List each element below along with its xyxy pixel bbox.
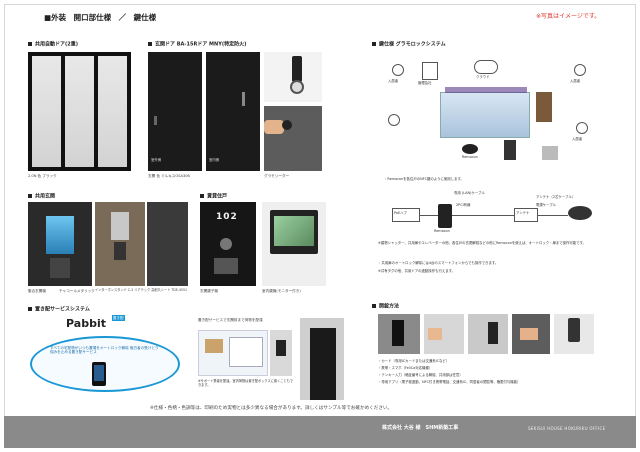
remocon-unit bbox=[438, 204, 452, 228]
unlock-photo-hand bbox=[512, 314, 550, 354]
unlock-heading: 開錠方法 bbox=[372, 304, 399, 310]
footer-bar: 株式会社 大谷 様 SHM新築工事 SEKISUI HOUSE HOKURIKU… bbox=[4, 416, 636, 448]
unlock-method-1: ・カード（専用ICカードまたは交通系ICなど） bbox=[378, 359, 450, 363]
remocon-round bbox=[568, 206, 592, 220]
reader-caption: グラモリーダー bbox=[264, 174, 290, 178]
front-door-outside-image: 室外側 bbox=[148, 52, 202, 171]
wiring-label-1: PoEハブ bbox=[394, 211, 407, 215]
building-image bbox=[440, 87, 530, 138]
poe-hub bbox=[392, 208, 420, 222]
entrance-panel-image bbox=[28, 202, 92, 286]
reader-image bbox=[264, 106, 322, 171]
entrance-heading: 共用玄関 bbox=[28, 194, 55, 200]
company-icon bbox=[422, 62, 438, 80]
image-note: ※写真はイメージです。 bbox=[536, 13, 601, 20]
delivery-sub-caption: 置き配サービスで玄関前まで荷物を配達 bbox=[198, 318, 263, 322]
delivery-note: ※サポート業者を配達。室内荷物は置き配ボックスに置くこともできます。 bbox=[198, 379, 293, 387]
wiring-note-1: 専用 (LAN)ケーブル bbox=[454, 191, 485, 195]
front-door-heading: 玄関ドア BA-15Rドア MNY(特定防火) bbox=[148, 42, 246, 48]
unlock-photo-app bbox=[554, 314, 594, 354]
diagram-label-6: 入居者 bbox=[572, 137, 583, 141]
resident-icon-3 bbox=[388, 114, 400, 126]
monitor-caption: 室内親機(モニター付き) bbox=[262, 289, 301, 293]
diagram-label-3: クラウド bbox=[476, 75, 490, 79]
auto-door-caption: 2.0N 色 ブラック bbox=[28, 174, 57, 178]
wiring-note-4: 電源ケーブル bbox=[536, 203, 557, 207]
device-photo bbox=[504, 140, 516, 160]
monitor-image bbox=[262, 202, 326, 286]
key-bullet-2: ・共用扉のオートロック解除には4台のスマートフォンからでも操作できます。 bbox=[378, 261, 499, 265]
footer-disclaimer: ※仕様・色柄・色調等は、印刷のため実物とは多少異なる場合があります。詳しくはサン… bbox=[150, 406, 393, 411]
key-system-heading: 鍵仕様 グラモロックシステム bbox=[372, 42, 446, 48]
antenna-box bbox=[514, 208, 538, 222]
key-note-1: ・Remoconを各住戸のNFC鍵のように使用します。 bbox=[384, 177, 464, 181]
unlock-method-3: ・テンキー入力（暗証番号による解錠、共用部は任意） bbox=[378, 373, 463, 377]
dwelling-panel-caption: 玄関親子機 bbox=[200, 289, 218, 293]
diagram-label-4: 入居者 bbox=[570, 79, 581, 83]
entrance-stand-caption: インターホンスタンド C-2 リアテック 高耐久シート TDE-4551 bbox=[95, 288, 188, 292]
inside-label: 室内側 bbox=[209, 158, 220, 162]
wiring-label-2: Remocon bbox=[434, 229, 450, 233]
key-bullet-3: ※共有タグの他、共用ドアの連動操作も行えます。 bbox=[378, 269, 456, 273]
wiring-label-3: アンテナ bbox=[516, 211, 530, 215]
unlock-photo-card bbox=[378, 314, 420, 354]
auto-door-heading: 共用自動ドア(2重) bbox=[28, 42, 78, 48]
card-photo bbox=[542, 146, 558, 160]
front-door-inside-image: 室内側 bbox=[206, 52, 260, 171]
remocon-device bbox=[462, 144, 478, 154]
entrance-stand-image bbox=[95, 202, 145, 286]
entrance-panel-caption: 集合玄関機 bbox=[28, 289, 46, 293]
delivery-keypad-photo bbox=[270, 330, 292, 376]
door-photo bbox=[536, 92, 552, 122]
unlock-method-2: ・携帯・スマホ（FeliCa対応機種） bbox=[378, 366, 433, 370]
resident-icon-4 bbox=[576, 122, 588, 134]
footer-company: 株式会社 大谷 様 SHM新築工事 bbox=[382, 425, 459, 431]
diagram-label-1: 入居者 bbox=[388, 79, 399, 83]
entrance-wall-image bbox=[147, 202, 188, 286]
pabbit-sub: 置き配 bbox=[112, 315, 125, 322]
door-number: 102 bbox=[216, 212, 238, 222]
delivery-phone-image bbox=[92, 362, 106, 386]
resident-icon-2 bbox=[574, 64, 586, 76]
delivery-heading: 置き配サービスシステム bbox=[28, 307, 90, 313]
keypad-image bbox=[264, 52, 322, 102]
outside-label: 室外側 bbox=[151, 158, 162, 162]
resident-icon-1 bbox=[392, 64, 404, 76]
unlock-photo-keypad bbox=[468, 314, 508, 354]
dwelling-heading: 賃貸住戸 bbox=[200, 194, 227, 200]
key-bullet-1: ※建物シャッター、共用扉やエレベーターの他、各住戸の玄関解錠などの他にRemoc… bbox=[378, 241, 587, 245]
unlock-photo-phone bbox=[424, 314, 464, 354]
wiring-note-3: アンテナ（2芯ケーブル） bbox=[536, 195, 576, 199]
page-title: ■外装 開口部仕様 ／ 鍵仕様 bbox=[44, 13, 157, 22]
key-system-diagram: 入居者 管理会社 クラウド 入居者 Remocon 入居者 bbox=[378, 52, 614, 172]
cloud-icon bbox=[474, 60, 498, 74]
diagram-label-2: 管理会社 bbox=[418, 81, 432, 85]
delivery-door-image bbox=[300, 318, 344, 400]
front-door-caption: 玄関 色 ミルキスOSA306 bbox=[148, 174, 190, 178]
delivery-balloon-text: すべての宅配物がいつも置場をオートロック解除 宿泊者の受けとり悩みを止める置き配… bbox=[50, 346, 159, 355]
footer-office: SEKISUI HOUSE HOKURIKU OFFICE bbox=[528, 426, 606, 431]
unlock-method-4: ・専用アプリ（電子錠連動、NFC付き携帯電話、交通系IC、同居者の閲覧等、権限付… bbox=[378, 380, 521, 384]
wiring-note-2: 2PCI有線 bbox=[456, 203, 471, 207]
auto-door-image bbox=[28, 52, 131, 171]
pabbit-logo: Pabbit 置き配 bbox=[66, 315, 125, 334]
pabbit-brand: Pabbit bbox=[66, 317, 106, 330]
entrance-color-caption: チャコールメタリック bbox=[59, 289, 95, 293]
diagram-label-5: Remocon bbox=[462, 155, 478, 159]
dwelling-door-image: 102 bbox=[200, 202, 256, 286]
delivery-illustration bbox=[198, 330, 268, 376]
